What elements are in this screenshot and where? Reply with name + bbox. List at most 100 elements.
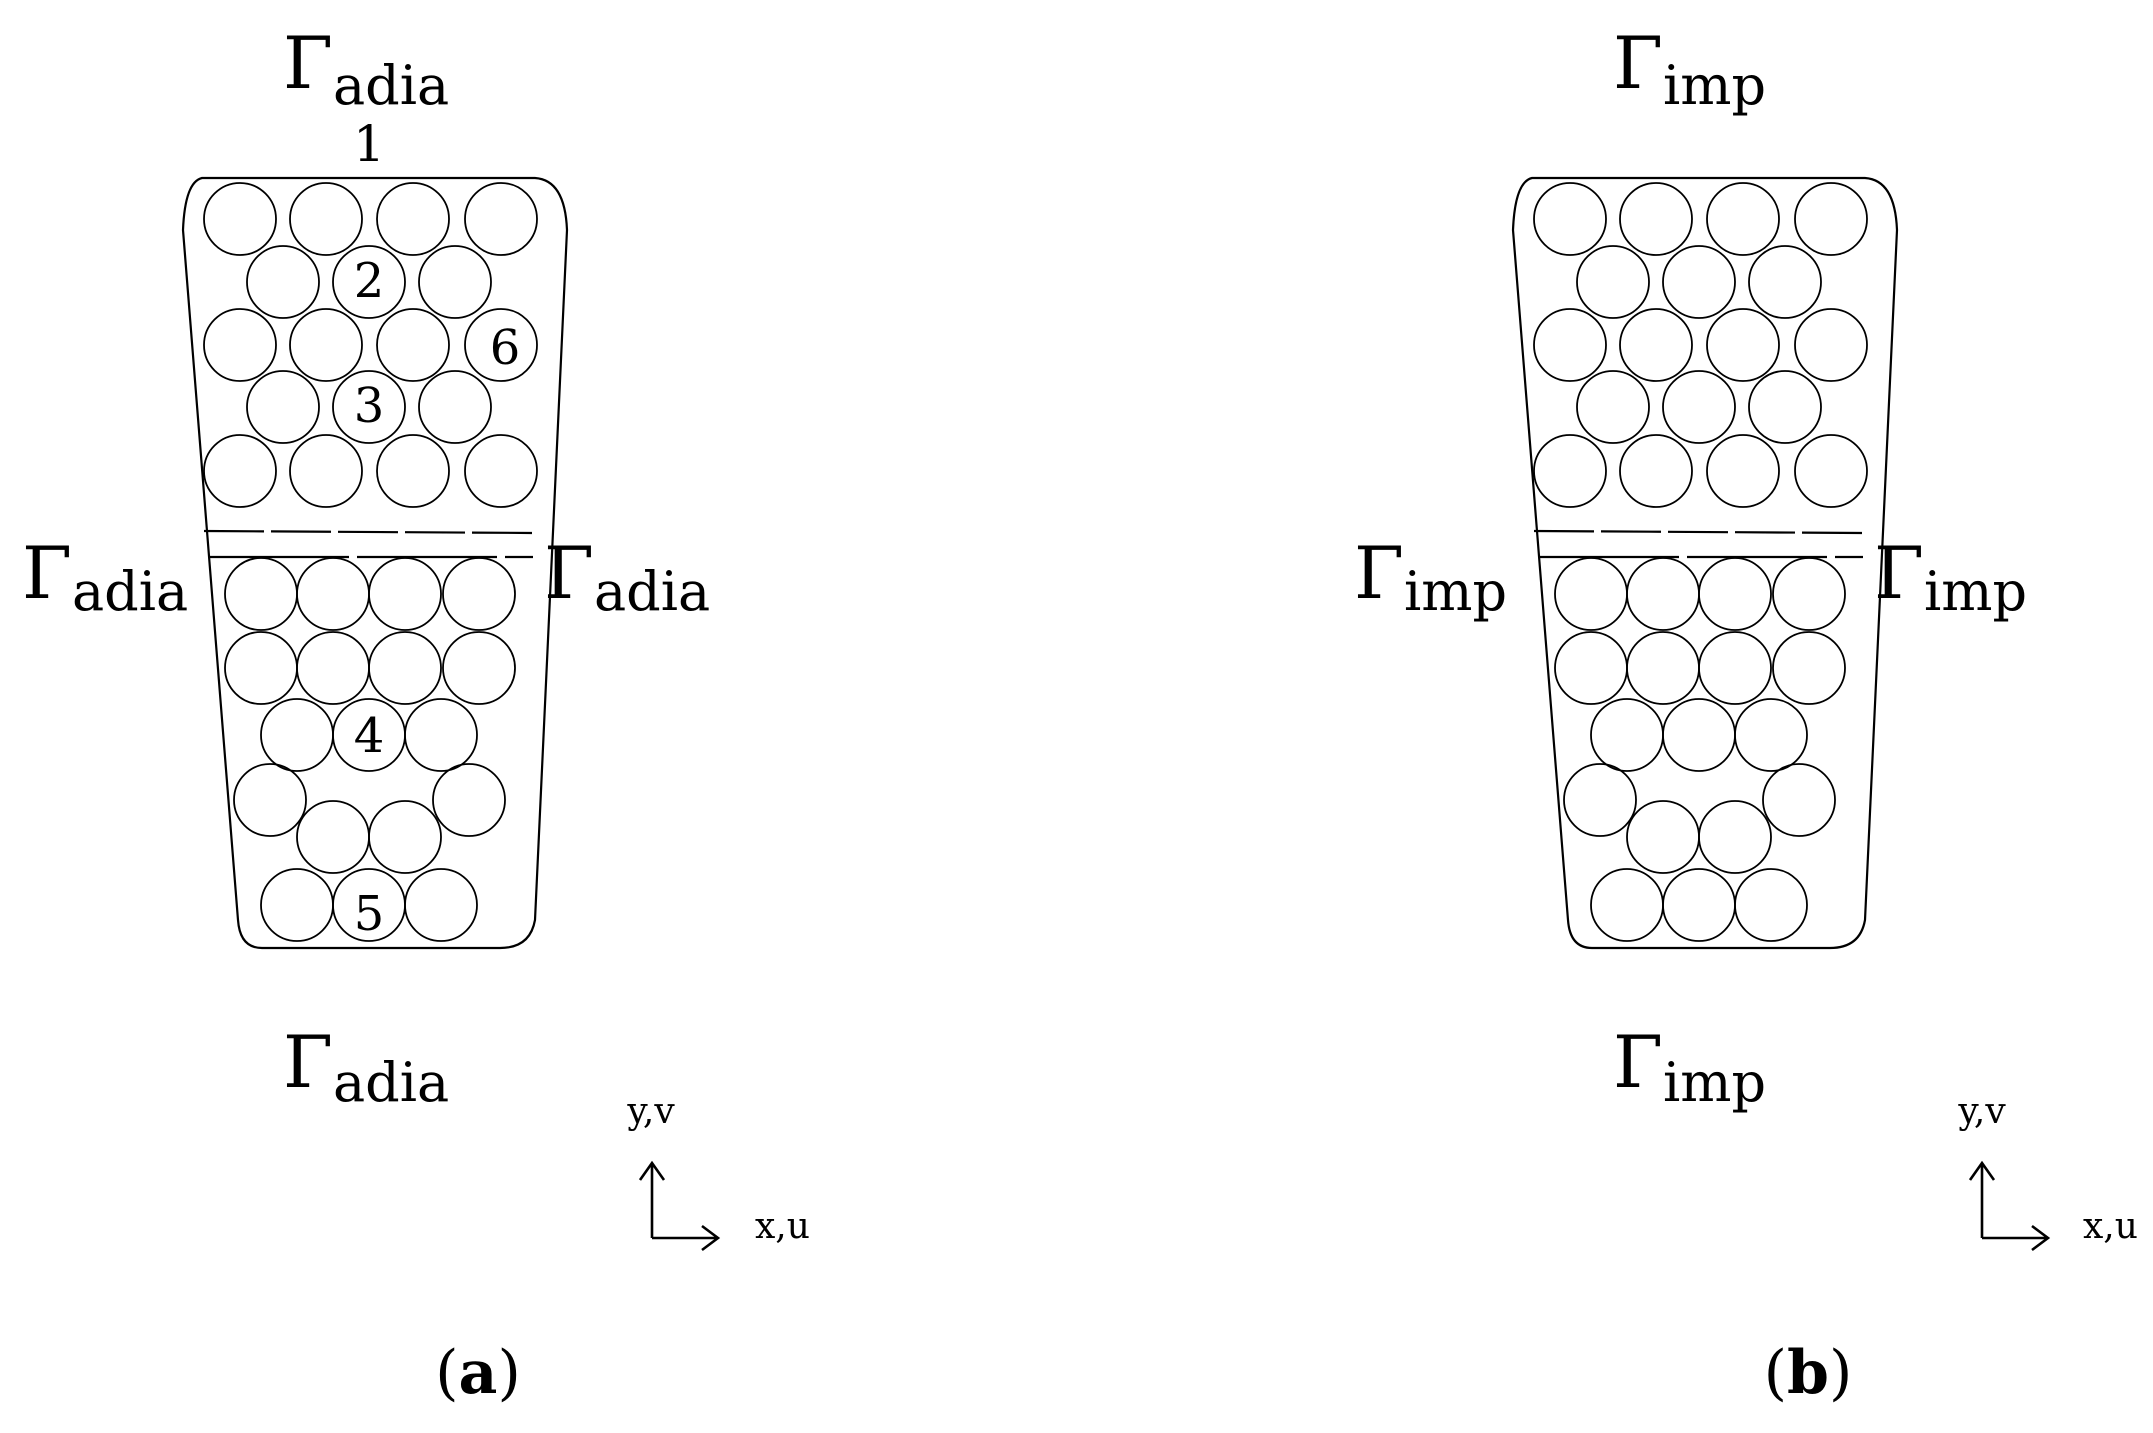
slot-outline <box>181 176 569 950</box>
conductor <box>1576 370 1650 444</box>
conductor <box>1576 245 1650 319</box>
boundary-subscript: adia <box>333 1051 449 1114</box>
x-axis-label: x,u <box>755 1206 810 1247</box>
x-arrow-icon <box>652 1224 721 1252</box>
conductor <box>376 308 450 382</box>
conductor-number-3: 3 <box>354 378 385 434</box>
conductor <box>224 557 298 631</box>
conductor <box>464 308 538 382</box>
conductor <box>1794 308 1868 382</box>
conductor <box>1762 763 1836 837</box>
conductor <box>1698 631 1772 705</box>
conductor <box>296 631 370 705</box>
boundary-symbol: Γ <box>1354 531 1404 615</box>
conductor <box>368 631 442 705</box>
boundary-subscript: adia <box>333 54 449 117</box>
conductor <box>246 245 320 319</box>
boundary-label-right: Γadia <box>544 531 710 623</box>
conductor-number-6: 6 <box>490 320 521 376</box>
panel-a: 1 2 3 4 5 6 Γadia Γadia Γadia Γadia y,v … <box>22 21 810 1408</box>
conductor <box>442 631 516 705</box>
conductor <box>1748 370 1822 444</box>
conductor <box>1662 698 1736 772</box>
conductor <box>203 308 277 382</box>
conductor <box>376 434 450 508</box>
boundary-symbol: Γ <box>283 1020 333 1104</box>
conductor <box>1626 800 1700 874</box>
conductor <box>203 182 277 256</box>
boundary-symbol: Γ <box>544 531 594 615</box>
conductor <box>1554 557 1628 631</box>
boundary-label-bottom: Γadia <box>283 1020 449 1114</box>
conductor <box>1662 245 1736 319</box>
conductor <box>404 698 478 772</box>
conductor-number-2: 2 <box>354 253 385 309</box>
boundary-subscript: imp <box>1663 54 1766 117</box>
panel-caption: (b) <box>1764 1338 1853 1408</box>
y-arrow-icon <box>1968 1160 1996 1238</box>
layer-divider-upper <box>203 529 537 535</box>
conductor-number-1: 1 <box>353 115 385 173</box>
boundary-label-bottom: Γimp <box>1613 1020 1766 1114</box>
conductor <box>1619 182 1693 256</box>
conductor <box>1794 434 1868 508</box>
x-axis-label: x,u <box>2083 1206 2138 1247</box>
boundary-label-top: Γimp <box>1613 21 1766 117</box>
conductor <box>418 370 492 444</box>
boundary-symbol: Γ <box>1613 1020 1663 1104</box>
conductor <box>1748 245 1822 319</box>
conductor <box>1533 308 1607 382</box>
boundary-subscript: adia <box>72 560 188 623</box>
conductor <box>1590 698 1664 772</box>
conductor <box>368 800 442 874</box>
caption-letter: a <box>459 1338 498 1408</box>
boundary-symbol: Γ <box>1613 21 1663 105</box>
conductor <box>260 868 334 942</box>
conductor <box>1698 800 1772 874</box>
boundary-label-right: Γimp <box>1874 531 2027 623</box>
conductor <box>376 182 450 256</box>
conductor <box>1626 557 1700 631</box>
conductor <box>464 182 538 256</box>
conductor <box>1619 434 1693 508</box>
panel-caption: (a) <box>435 1338 521 1408</box>
conductor-number-5: 5 <box>354 886 385 942</box>
conductor <box>203 434 277 508</box>
conductor <box>1794 182 1868 256</box>
boundary-subscript: adia <box>594 560 710 623</box>
conductor <box>1706 434 1780 508</box>
conductor <box>1619 308 1693 382</box>
conductor <box>289 182 363 256</box>
slot-outline <box>1511 176 1899 950</box>
conductor <box>464 434 538 508</box>
conductor-group <box>1533 182 1868 942</box>
coordinate-axes: y,v x,u <box>626 1091 810 1252</box>
conductor <box>1706 182 1780 256</box>
conductor <box>296 800 370 874</box>
conductor <box>289 434 363 508</box>
conductor <box>442 557 516 631</box>
conductor <box>260 698 334 772</box>
boundary-subscript: imp <box>1404 560 1507 623</box>
layer-divider-upper <box>1533 529 1867 535</box>
conductor <box>1590 868 1664 942</box>
conductor <box>1533 434 1607 508</box>
conductor <box>1563 763 1637 837</box>
boundary-label-left: Γadia <box>22 531 188 623</box>
coordinate-axes: y,v x,u <box>1957 1091 2138 1252</box>
conductor <box>246 370 320 444</box>
conductor <box>418 245 492 319</box>
conductor <box>332 370 406 444</box>
conductor <box>368 557 442 631</box>
boundary-label-top: Γadia <box>283 21 449 117</box>
conductor <box>1662 868 1736 942</box>
x-arrow-icon <box>1982 1224 2051 1252</box>
conductor <box>1734 698 1808 772</box>
boundary-symbol: Γ <box>1874 531 1924 615</box>
boundary-subscript: imp <box>1924 560 2027 623</box>
boundary-symbol: Γ <box>283 21 333 105</box>
conductor <box>1706 308 1780 382</box>
conductor <box>1533 182 1607 256</box>
y-axis-label: y,v <box>1957 1091 2006 1132</box>
